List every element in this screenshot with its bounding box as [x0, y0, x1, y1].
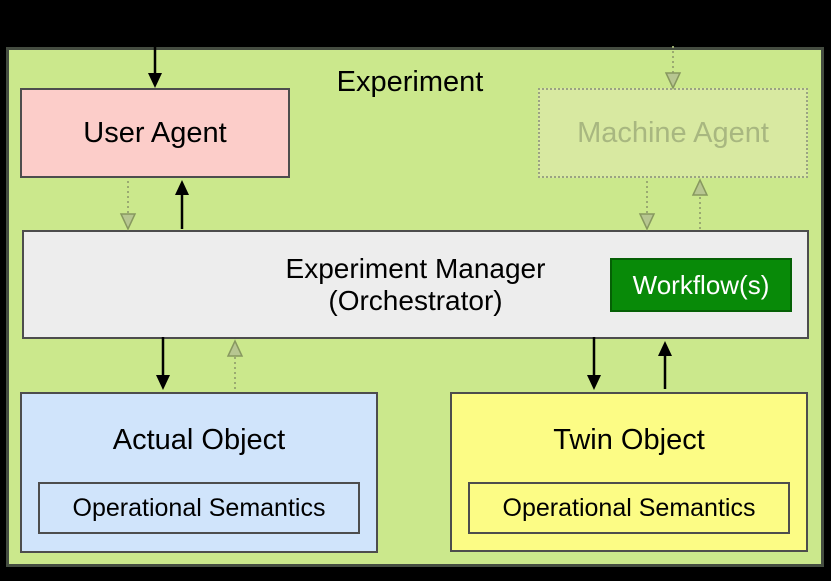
- experiment-manager-node: Experiment Manager (Orchestrator) Workfl…: [22, 230, 809, 339]
- twin-object-node: Twin Object Operational Semantics: [450, 392, 808, 552]
- workflow-label: Workflow(s): [632, 270, 770, 300]
- manager-label-line2: (Orchestrator): [328, 284, 503, 316]
- user-agent-label: User Agent: [83, 116, 227, 149]
- actual-operational-semantics-label: Operational Semantics: [72, 493, 326, 522]
- twin-operational-semantics-node: Operational Semantics: [468, 482, 790, 534]
- experiment-title: Experiment: [336, 66, 484, 98]
- twin-object-label: Twin Object: [553, 424, 705, 456]
- actual-operational-semantics-node: Operational Semantics: [38, 482, 360, 534]
- user-agent-node: User Agent: [20, 88, 290, 178]
- manager-label-line1: Experiment Manager: [285, 252, 546, 284]
- actual-object-node: Actual Object Operational Semantics: [20, 392, 378, 553]
- actual-object-label: Actual Object: [112, 424, 286, 456]
- workflow-node: Workflow(s): [610, 258, 792, 312]
- machine-agent-node: Machine Agent: [538, 88, 808, 178]
- twin-operational-semantics-label: Operational Semantics: [502, 493, 756, 522]
- machine-agent-label: Machine Agent: [577, 116, 769, 149]
